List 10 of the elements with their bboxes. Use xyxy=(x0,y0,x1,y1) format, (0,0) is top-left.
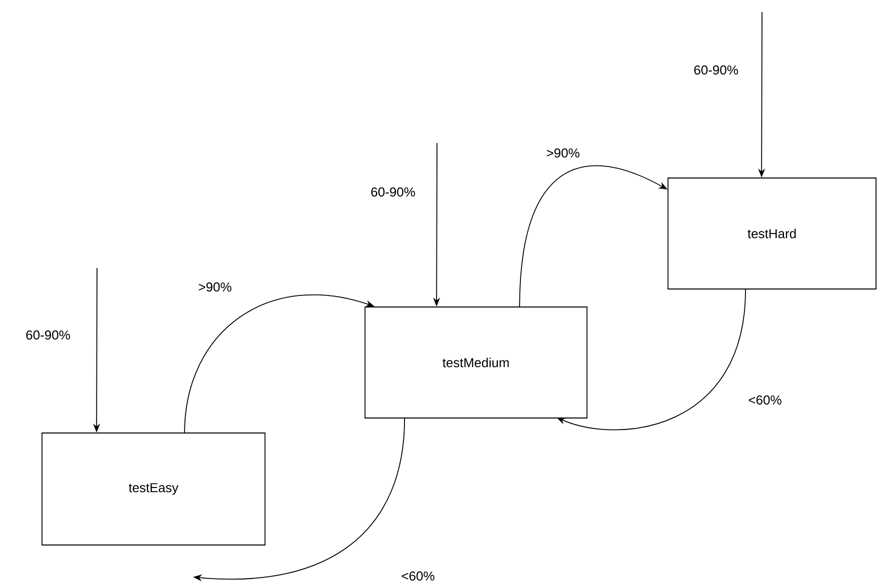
edge-label: 60-90% xyxy=(24,329,72,341)
edge-label: >90% xyxy=(545,147,581,159)
edge-label: <60% xyxy=(400,570,436,582)
edge-label: 60-90% xyxy=(692,64,740,76)
edge-label: >90% xyxy=(197,281,233,293)
process-box: testEasy xyxy=(42,432,266,546)
edge-label: 60-90% xyxy=(370,186,416,198)
edge-label: <60% xyxy=(747,394,783,406)
process-box: testHard xyxy=(668,178,876,290)
process-box: testMedium xyxy=(364,306,588,418)
